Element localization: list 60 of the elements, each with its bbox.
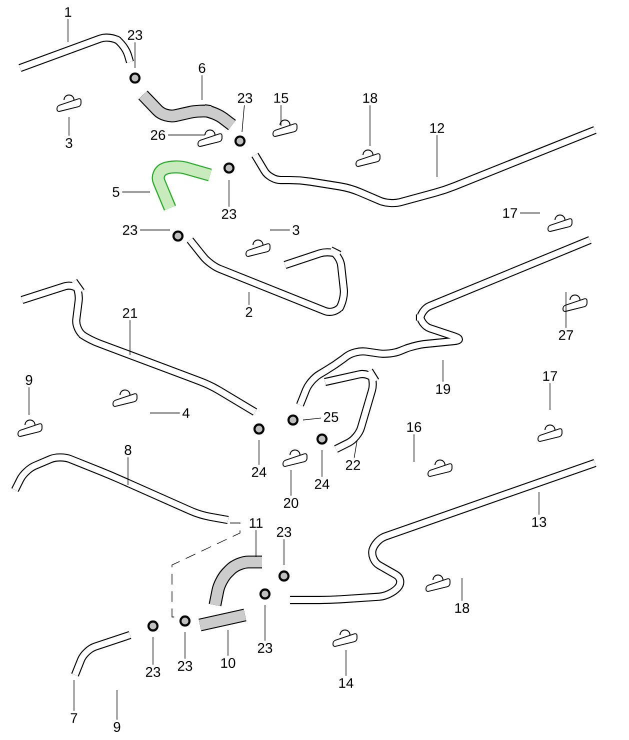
leader-line — [538, 492, 540, 516]
callout-number: 9 — [26, 375, 32, 385]
callout-number: 3 — [292, 225, 300, 235]
callout-number: 21 — [122, 308, 138, 318]
leader-line — [150, 412, 180, 414]
callout-number: 8 — [124, 445, 132, 455]
leader-line — [68, 116, 70, 136]
callout-number: 15 — [274, 93, 288, 103]
callout-number: 18 — [455, 603, 470, 613]
callout-number: 7 — [70, 713, 78, 723]
callout-number: 3 — [66, 138, 72, 148]
callout-number: 23 — [276, 527, 292, 537]
leader-line — [168, 134, 206, 136]
leader-line — [258, 440, 260, 466]
leader-line — [116, 690, 118, 720]
leader-line — [264, 604, 266, 642]
callout-number: 22 — [346, 460, 360, 470]
callout-number: 11 — [250, 518, 263, 528]
callout-number: 17 — [543, 371, 558, 381]
leader-line — [134, 42, 136, 68]
callout-number: 23 — [238, 93, 252, 103]
leader-line — [152, 636, 154, 666]
callout-number: 9 — [114, 722, 120, 732]
callout-number: 26 — [150, 130, 166, 140]
callout-number: 23 — [222, 209, 236, 219]
leader-line — [280, 104, 282, 126]
callout-number: 12 — [430, 123, 444, 133]
callout-number: 24 — [314, 479, 330, 489]
callout-number: 23 — [146, 667, 160, 677]
callout-number: 19 — [436, 384, 450, 394]
leader-line — [302, 418, 322, 420]
callout-number: 17 — [503, 208, 518, 218]
leader-line — [442, 360, 444, 382]
callout-number: 14 — [339, 678, 354, 688]
callout-number: 10 — [221, 658, 236, 668]
leader-line — [28, 386, 30, 416]
callout-number: 18 — [363, 93, 378, 103]
leader-line — [228, 180, 230, 208]
leader-line — [248, 292, 250, 306]
callout-number: 13 — [532, 517, 546, 527]
callout-number: 24 — [252, 467, 266, 477]
leader-line — [436, 134, 438, 178]
callout-number: 1 — [65, 7, 72, 17]
leader-line — [290, 470, 292, 496]
callout-number: 25 — [324, 412, 338, 422]
callout-number: 6 — [198, 63, 206, 73]
callout-number: 23 — [122, 225, 138, 235]
callout-number: 20 — [284, 498, 298, 508]
callout-number: 5 — [112, 187, 120, 197]
callout-number: 23 — [258, 643, 272, 653]
leader-line — [184, 632, 186, 660]
leader-line — [242, 104, 245, 132]
leader-line — [520, 212, 540, 214]
callout-number: 23 — [178, 661, 192, 671]
callout-number: 16 — [407, 422, 422, 432]
callout-number: 23 — [128, 30, 142, 40]
callout-number: 2 — [246, 307, 252, 317]
callout-number: 4 — [182, 408, 190, 418]
leader-line — [354, 440, 358, 458]
callout-number: 27 — [558, 330, 574, 340]
